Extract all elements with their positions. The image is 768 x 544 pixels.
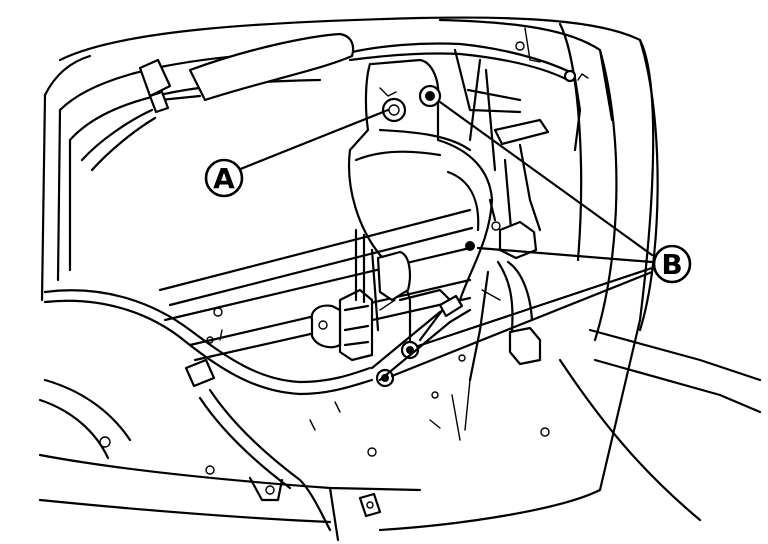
door-outer-shell	[40, 16, 762, 532]
upper-cable	[348, 42, 589, 152]
bolt-b-upper	[418, 84, 442, 108]
leader-lines	[236, 100, 654, 378]
leader-line-a	[236, 108, 390, 172]
lock-mechanism	[310, 228, 452, 362]
bolt-b-middle	[465, 241, 475, 251]
right-inner-parts	[309, 198, 542, 457]
callout-b-label: B	[661, 248, 682, 281]
door-lower-structure	[38, 378, 550, 542]
leader-line-b-4	[390, 270, 654, 378]
bolt-a	[379, 87, 407, 123]
bolt-b-lower	[400, 340, 420, 360]
leader-line-b-1	[438, 100, 654, 257]
callout-b: B	[652, 244, 692, 284]
bolt-b-bottom	[375, 368, 395, 388]
callout-a: A	[204, 158, 244, 198]
callout-b-circle	[652, 244, 692, 284]
callout-a-label: A	[213, 162, 235, 195]
leader-line-b-2	[476, 246, 654, 264]
callout-a-circle	[204, 158, 244, 198]
leader-line-b-3	[416, 266, 654, 348]
handle-rod-upper	[80, 32, 355, 172]
lower-cable	[43, 289, 472, 532]
